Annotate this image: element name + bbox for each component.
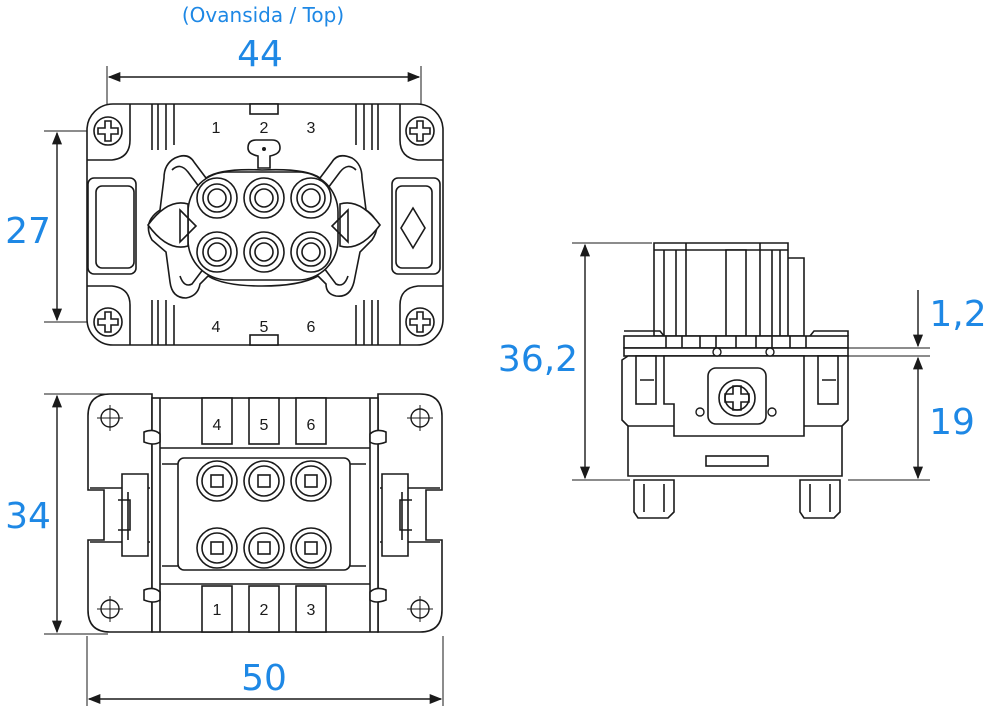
pin-label-6: 6 bbox=[307, 319, 316, 336]
bottom-pin-label-5: 5 bbox=[260, 417, 269, 434]
dimension-label-top-height: 27 bbox=[5, 211, 51, 252]
bottom-pin-label-4: 4 bbox=[213, 417, 222, 434]
dimension-top-width: 44 bbox=[106, 34, 422, 110]
pin-label-3: 3 bbox=[307, 120, 316, 137]
side-view-housing bbox=[621, 242, 849, 519]
dimension-label-bottom-height: 34 bbox=[5, 496, 51, 537]
pin-label-1: 1 bbox=[212, 120, 221, 137]
bottom-pin-label-2: 2 bbox=[260, 602, 269, 619]
bottom-pin-label-6: 6 bbox=[307, 417, 316, 434]
pin-label-4: 4 bbox=[212, 319, 221, 336]
dimension-bottom-height: 34 bbox=[5, 393, 108, 635]
bottom-pin-label-1: 1 bbox=[213, 602, 222, 619]
dimension-label-side-flange: 1,2 bbox=[929, 294, 986, 335]
dimension-bottom-width: 50 bbox=[86, 636, 444, 706]
dimension-side-lower: 19 bbox=[848, 356, 975, 481]
pin-label-5: 5 bbox=[260, 319, 269, 336]
dimension-label-side-lower: 19 bbox=[929, 402, 975, 443]
dimension-label-top-width: 44 bbox=[237, 34, 283, 75]
top-view-housing bbox=[86, 103, 444, 346]
pin-label-2: 2 bbox=[260, 120, 269, 137]
bottom-pin-label-3: 3 bbox=[307, 602, 316, 619]
dimension-label-bottom-width: 50 bbox=[241, 658, 287, 699]
dimension-side-flange: 1,2 bbox=[848, 290, 987, 357]
bottom-view-housing bbox=[87, 393, 443, 633]
dimension-side-height: 36,2 bbox=[498, 242, 652, 481]
dimension-top-height: 27 bbox=[5, 130, 108, 323]
dimension-label-side-height: 36,2 bbox=[498, 339, 578, 380]
top-view-label: (Ovansida / Top) bbox=[182, 3, 344, 27]
